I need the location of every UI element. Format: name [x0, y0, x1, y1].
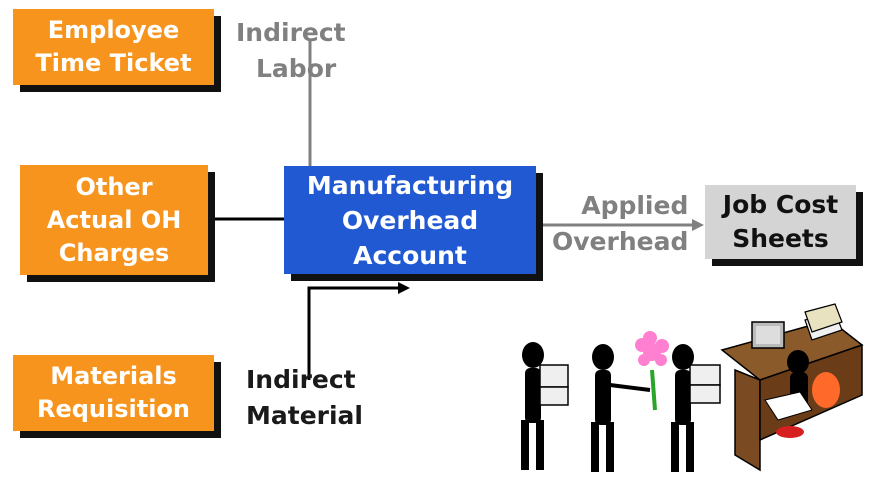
indirect-material-line	[307, 286, 398, 380]
employee-time-ticket-line-1: Employee	[47, 16, 180, 44]
applied-overhead-line-1: Applied	[581, 191, 689, 220]
applied-overhead-line-2: Overhead	[552, 227, 689, 256]
indirect-material-line-1: Indirect	[246, 365, 356, 394]
other-actual-oh-line-2: Actual OH	[46, 205, 182, 234]
materials-requisition-box: Materials Requisition	[13, 355, 214, 431]
people-carrying-boxes-illustration	[521, 331, 721, 472]
indirect-material-line-2: Material	[246, 401, 363, 430]
employee-time-ticket-line-2: Time Ticket	[35, 49, 192, 77]
other-actual-oh-line-1: Other	[75, 172, 153, 201]
job-cost-sheets-line-1: Job Cost	[722, 190, 839, 219]
other-actual-oh-line-3: Charges	[58, 238, 170, 267]
manufacturing-overhead-account-box: Manufacturing Overhead Account	[284, 166, 536, 274]
indirect-labor-line-1: Indirect	[236, 18, 346, 47]
office-desk-illustration	[720, 303, 864, 472]
applied-overhead-label: Applied Overhead	[552, 188, 688, 260]
other-actual-oh-charges-box: Other Actual OH Charges	[20, 165, 208, 275]
manufacturing-overhead-line-1: Manufacturing	[306, 170, 514, 200]
employee-time-ticket-box: Employee Time Ticket	[13, 9, 214, 85]
indirect-labor-line-2: Labor	[256, 54, 337, 83]
indirect-material-label: Indirect Material	[246, 362, 363, 434]
manufacturing-overhead-line-2: Overhead	[341, 205, 479, 235]
manufacturing-overhead-line-3: Account	[353, 240, 467, 270]
job-cost-sheets-line-2: Sheets	[732, 224, 829, 253]
indirect-material-arrowhead	[398, 282, 410, 294]
materials-requisition-line-1: Materials	[50, 362, 177, 390]
job-cost-sheets-box: Job Cost Sheets	[705, 185, 856, 259]
applied-overhead-arrowhead	[692, 219, 704, 231]
materials-requisition-line-2: Requisition	[36, 395, 191, 423]
indirect-labor-label: Indirect Labor	[236, 15, 346, 87]
